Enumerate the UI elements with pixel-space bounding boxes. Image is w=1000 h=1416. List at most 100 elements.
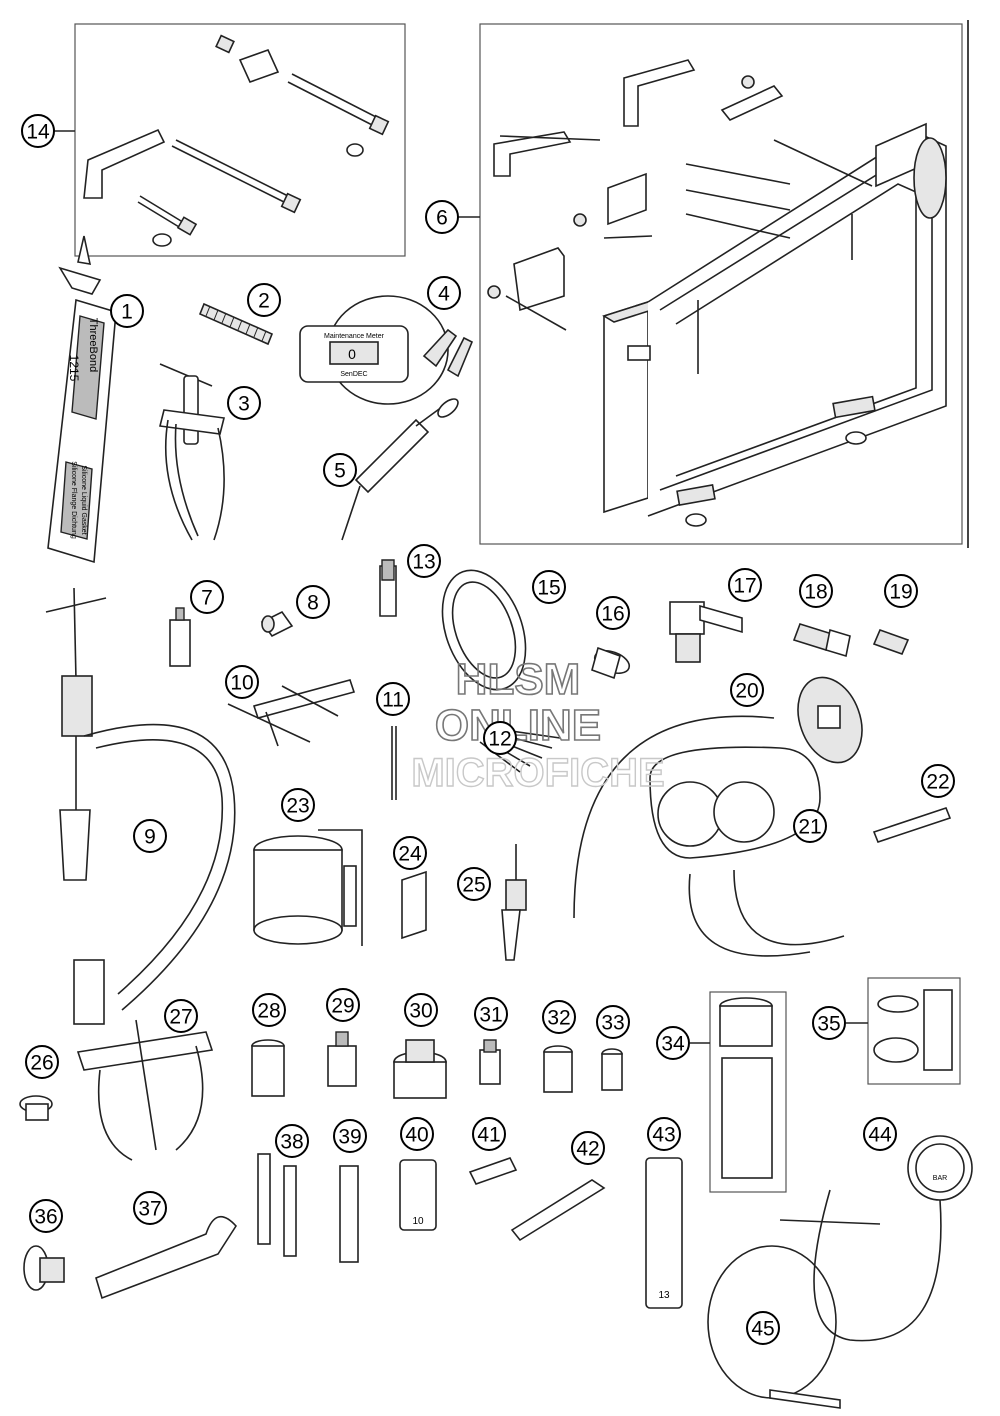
callout-19: 19 — [884, 574, 918, 608]
svg-text:40: 40 — [405, 1124, 428, 1147]
part-44-pressure-gauge: BAR — [779, 1135, 973, 1342]
svg-text:18: 18 — [804, 581, 827, 604]
callout-28: 28 — [252, 993, 286, 1027]
svg-text:31: 31 — [479, 1004, 502, 1027]
callout-27: 27 — [164, 999, 198, 1033]
part-16-cap — [591, 646, 631, 680]
part-39-pin — [339, 1165, 359, 1263]
part-8-plug — [260, 610, 294, 638]
socket-43-size: 13 — [658, 1290, 670, 1301]
part-41-plate — [468, 1157, 518, 1185]
svg-text:38: 38 — [280, 1131, 303, 1154]
part-45-thermocouple — [707, 1245, 841, 1409]
svg-text:9: 9 — [144, 826, 156, 849]
svg-text:29: 29 — [331, 995, 354, 1018]
meter-reading: 0 — [348, 346, 356, 362]
part-33-drift — [601, 1048, 623, 1091]
svg-text:32: 32 — [547, 1007, 570, 1030]
callout-36: 36 — [29, 1199, 63, 1233]
callout-11: 11 — [376, 682, 410, 716]
svg-text:12: 12 — [488, 728, 511, 751]
callout-9: 9 — [133, 819, 167, 853]
part-32-drift — [543, 1045, 573, 1093]
svg-text:6: 6 — [436, 207, 448, 230]
callout-2: 2 — [247, 283, 281, 317]
watermark: HLSM ONLINE MICROFICHE — [411, 654, 666, 796]
part-3-puller — [159, 363, 225, 541]
part-20-degree-wheel — [797, 676, 863, 764]
part-1-sealant-tube: ThreeBond 1215 Silicone Liquid Gasket Si… — [47, 235, 117, 564]
part-14-bracket-set — [83, 34, 390, 247]
callout-29: 29 — [326, 988, 360, 1022]
part-38-studs — [257, 1153, 297, 1257]
svg-text:4: 4 — [438, 283, 450, 306]
callout-5: 5 — [323, 453, 357, 487]
callout-34: 34 — [656, 1026, 690, 1060]
callout-24: 24 — [393, 836, 427, 870]
watermark-line-2: ONLINE — [435, 701, 601, 750]
callout-18: 18 — [799, 574, 833, 608]
svg-text:43: 43 — [652, 1124, 675, 1147]
callout-13: 13 — [407, 544, 441, 578]
callout-12: 12 — [483, 721, 517, 755]
callout-1: 1 — [110, 294, 144, 328]
part-5-syringe — [341, 398, 459, 541]
svg-text:14: 14 — [26, 121, 50, 144]
svg-text:11: 11 — [382, 689, 404, 712]
watermark-line-3: MICROFICHE — [411, 751, 664, 795]
group-box-6 — [479, 23, 963, 545]
callout-30: 30 — [404, 993, 438, 1027]
svg-text:24: 24 — [398, 843, 422, 866]
part-13-sleeve — [379, 559, 397, 617]
svg-text:15: 15 — [537, 577, 560, 600]
part-35-bearing-drift-set — [873, 989, 953, 1071]
callout-25: 25 — [457, 867, 491, 901]
part-37-hook-wrench — [95, 1216, 238, 1300]
callout-15: 15 — [532, 570, 566, 604]
part-34-drift-set — [719, 997, 773, 1179]
part-40-socket: 10 — [399, 1159, 437, 1231]
callout-35: 35 — [812, 1006, 846, 1040]
part-27-bearing-puller — [76, 1019, 214, 1161]
svg-text:34: 34 — [661, 1033, 685, 1056]
callout-32: 32 — [542, 1000, 576, 1034]
callout-21: 21 — [793, 809, 827, 843]
callout-37: 37 — [133, 1191, 167, 1225]
svg-text:19: 19 — [889, 581, 912, 604]
svg-text:26: 26 — [30, 1052, 53, 1075]
svg-text:42: 42 — [576, 1138, 599, 1161]
svg-text:8: 8 — [307, 592, 319, 615]
callout-38: 38 — [275, 1124, 309, 1158]
svg-text:27: 27 — [169, 1006, 192, 1029]
gauge-unit: BAR — [933, 1175, 947, 1182]
svg-text:16: 16 — [601, 603, 624, 626]
meter-brand: SenDEC — [340, 371, 367, 378]
callout-7: 7 — [190, 580, 224, 614]
part-24-plate — [401, 870, 427, 940]
svg-text:22: 22 — [926, 771, 949, 794]
tube-desc-1: Silicone Liquid Gasket — [80, 465, 87, 534]
callout-43: 43 — [647, 1117, 681, 1151]
svg-text:3: 3 — [238, 393, 250, 416]
part-25-extractor — [501, 844, 527, 961]
group-box-34 — [709, 991, 787, 1193]
part-36-plug — [23, 1245, 65, 1291]
svg-text:10: 10 — [230, 672, 253, 695]
part-7-bottle — [169, 607, 191, 667]
part-6-engine-stand — [487, 59, 947, 527]
part-19-insert — [872, 628, 910, 656]
part-2-threaded-rod — [198, 302, 274, 346]
callout-22: 22 — [921, 764, 955, 798]
callout-3: 3 — [227, 386, 261, 420]
part-42-pin-wrench — [510, 1179, 606, 1242]
callout-10: 10 — [225, 665, 259, 699]
callout-17: 17 — [728, 568, 762, 602]
svg-text:28: 28 — [257, 1000, 280, 1023]
socket-40-size: 10 — [412, 1216, 424, 1227]
svg-text:21: 21 — [798, 816, 821, 839]
part-29-drift — [327, 1031, 357, 1087]
callout-8: 8 — [296, 585, 330, 619]
part-23-piston-ring-compressor — [253, 829, 363, 946]
tube-brand-label: ThreeBond — [87, 318, 99, 372]
svg-text:39: 39 — [338, 1126, 361, 1149]
